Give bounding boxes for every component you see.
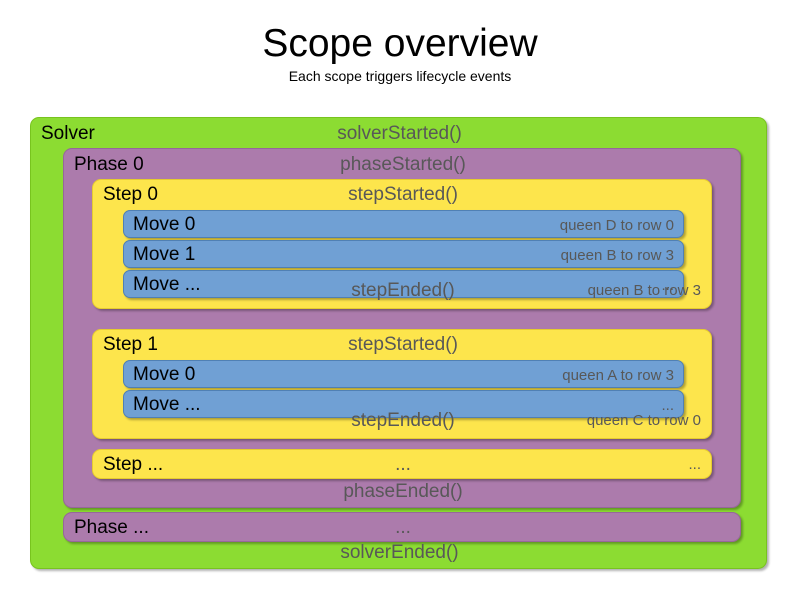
step-1-label: Step 1 [103, 334, 158, 355]
step-0-started-event: stepStarted() [348, 184, 458, 205]
move-label: Move 0 [133, 214, 196, 235]
step-ellipsis-label: Step ... [103, 454, 164, 475]
move-result: queen B to row 3 [560, 247, 674, 264]
step-ellipsis-scope: Step ... ... ... [92, 449, 712, 479]
page-title: Scope overview [262, 22, 538, 65]
step-1-started-event: stepStarted() [348, 334, 458, 355]
phase-0-label: Phase 0 [74, 154, 144, 175]
page-subtitle: Each scope triggers lifecycle events [288, 67, 512, 84]
step-ellipsis-result: ... [688, 456, 701, 473]
move-label: Move ... [133, 274, 201, 295]
step-0-label: Step 0 [103, 184, 158, 205]
move-result: queen A to row 3 [562, 367, 674, 384]
phase-0-ended-event: phaseEnded() [343, 481, 463, 502]
solver-scope-label: Solver [41, 123, 95, 144]
step-1-ended-event: stepEnded() [351, 410, 455, 431]
solver-started-event: solverStarted() [337, 123, 462, 144]
diagram-heading: Scope overview Each scope triggers lifec… [0, 0, 800, 84]
phase-ellipsis-scope: Phase ... ... [63, 512, 741, 542]
step-1-scope: Step 1 stepStarted() Move 0 queen A to r… [92, 329, 712, 439]
move-result: ... [661, 277, 674, 294]
solver-ended-event: solverEnded() [340, 542, 459, 563]
move-result: ... [661, 397, 674, 414]
move-label: Move 0 [133, 364, 196, 385]
move-result: queen D to row 0 [559, 217, 674, 234]
move-bar[interactable]: Move 0 queen D to row 0 [123, 210, 684, 238]
step-0-ended-event: stepEnded() [351, 280, 455, 301]
move-bar[interactable]: Move 1 queen B to row 3 [123, 240, 684, 268]
step-ellipsis-event: ... [395, 454, 411, 475]
solver-scope: Solver solverStarted() Phase 0 phaseStar… [30, 117, 767, 569]
phase-ellipsis-event: ... [395, 517, 411, 538]
phase-0-started-event: phaseStarted() [340, 154, 466, 175]
phase-0-scope: Phase 0 phaseStarted() Step 0 stepStarte… [63, 148, 741, 508]
move-bar[interactable]: Move 0 queen A to row 3 [123, 360, 684, 388]
move-bar[interactable]: Move ... ... [123, 390, 684, 418]
phase-ellipsis-label: Phase ... [74, 517, 149, 538]
step-1-ended-result: queen C to row 0 [586, 412, 701, 429]
step-0-scope: Step 0 stepStarted() Move 0 queen D to r… [92, 179, 712, 309]
move-label: Move 1 [133, 244, 196, 265]
step-0-ended-result: queen B to row 3 [587, 282, 701, 299]
move-bar[interactable]: Move ... ... [123, 270, 684, 298]
move-label: Move ... [133, 394, 201, 415]
